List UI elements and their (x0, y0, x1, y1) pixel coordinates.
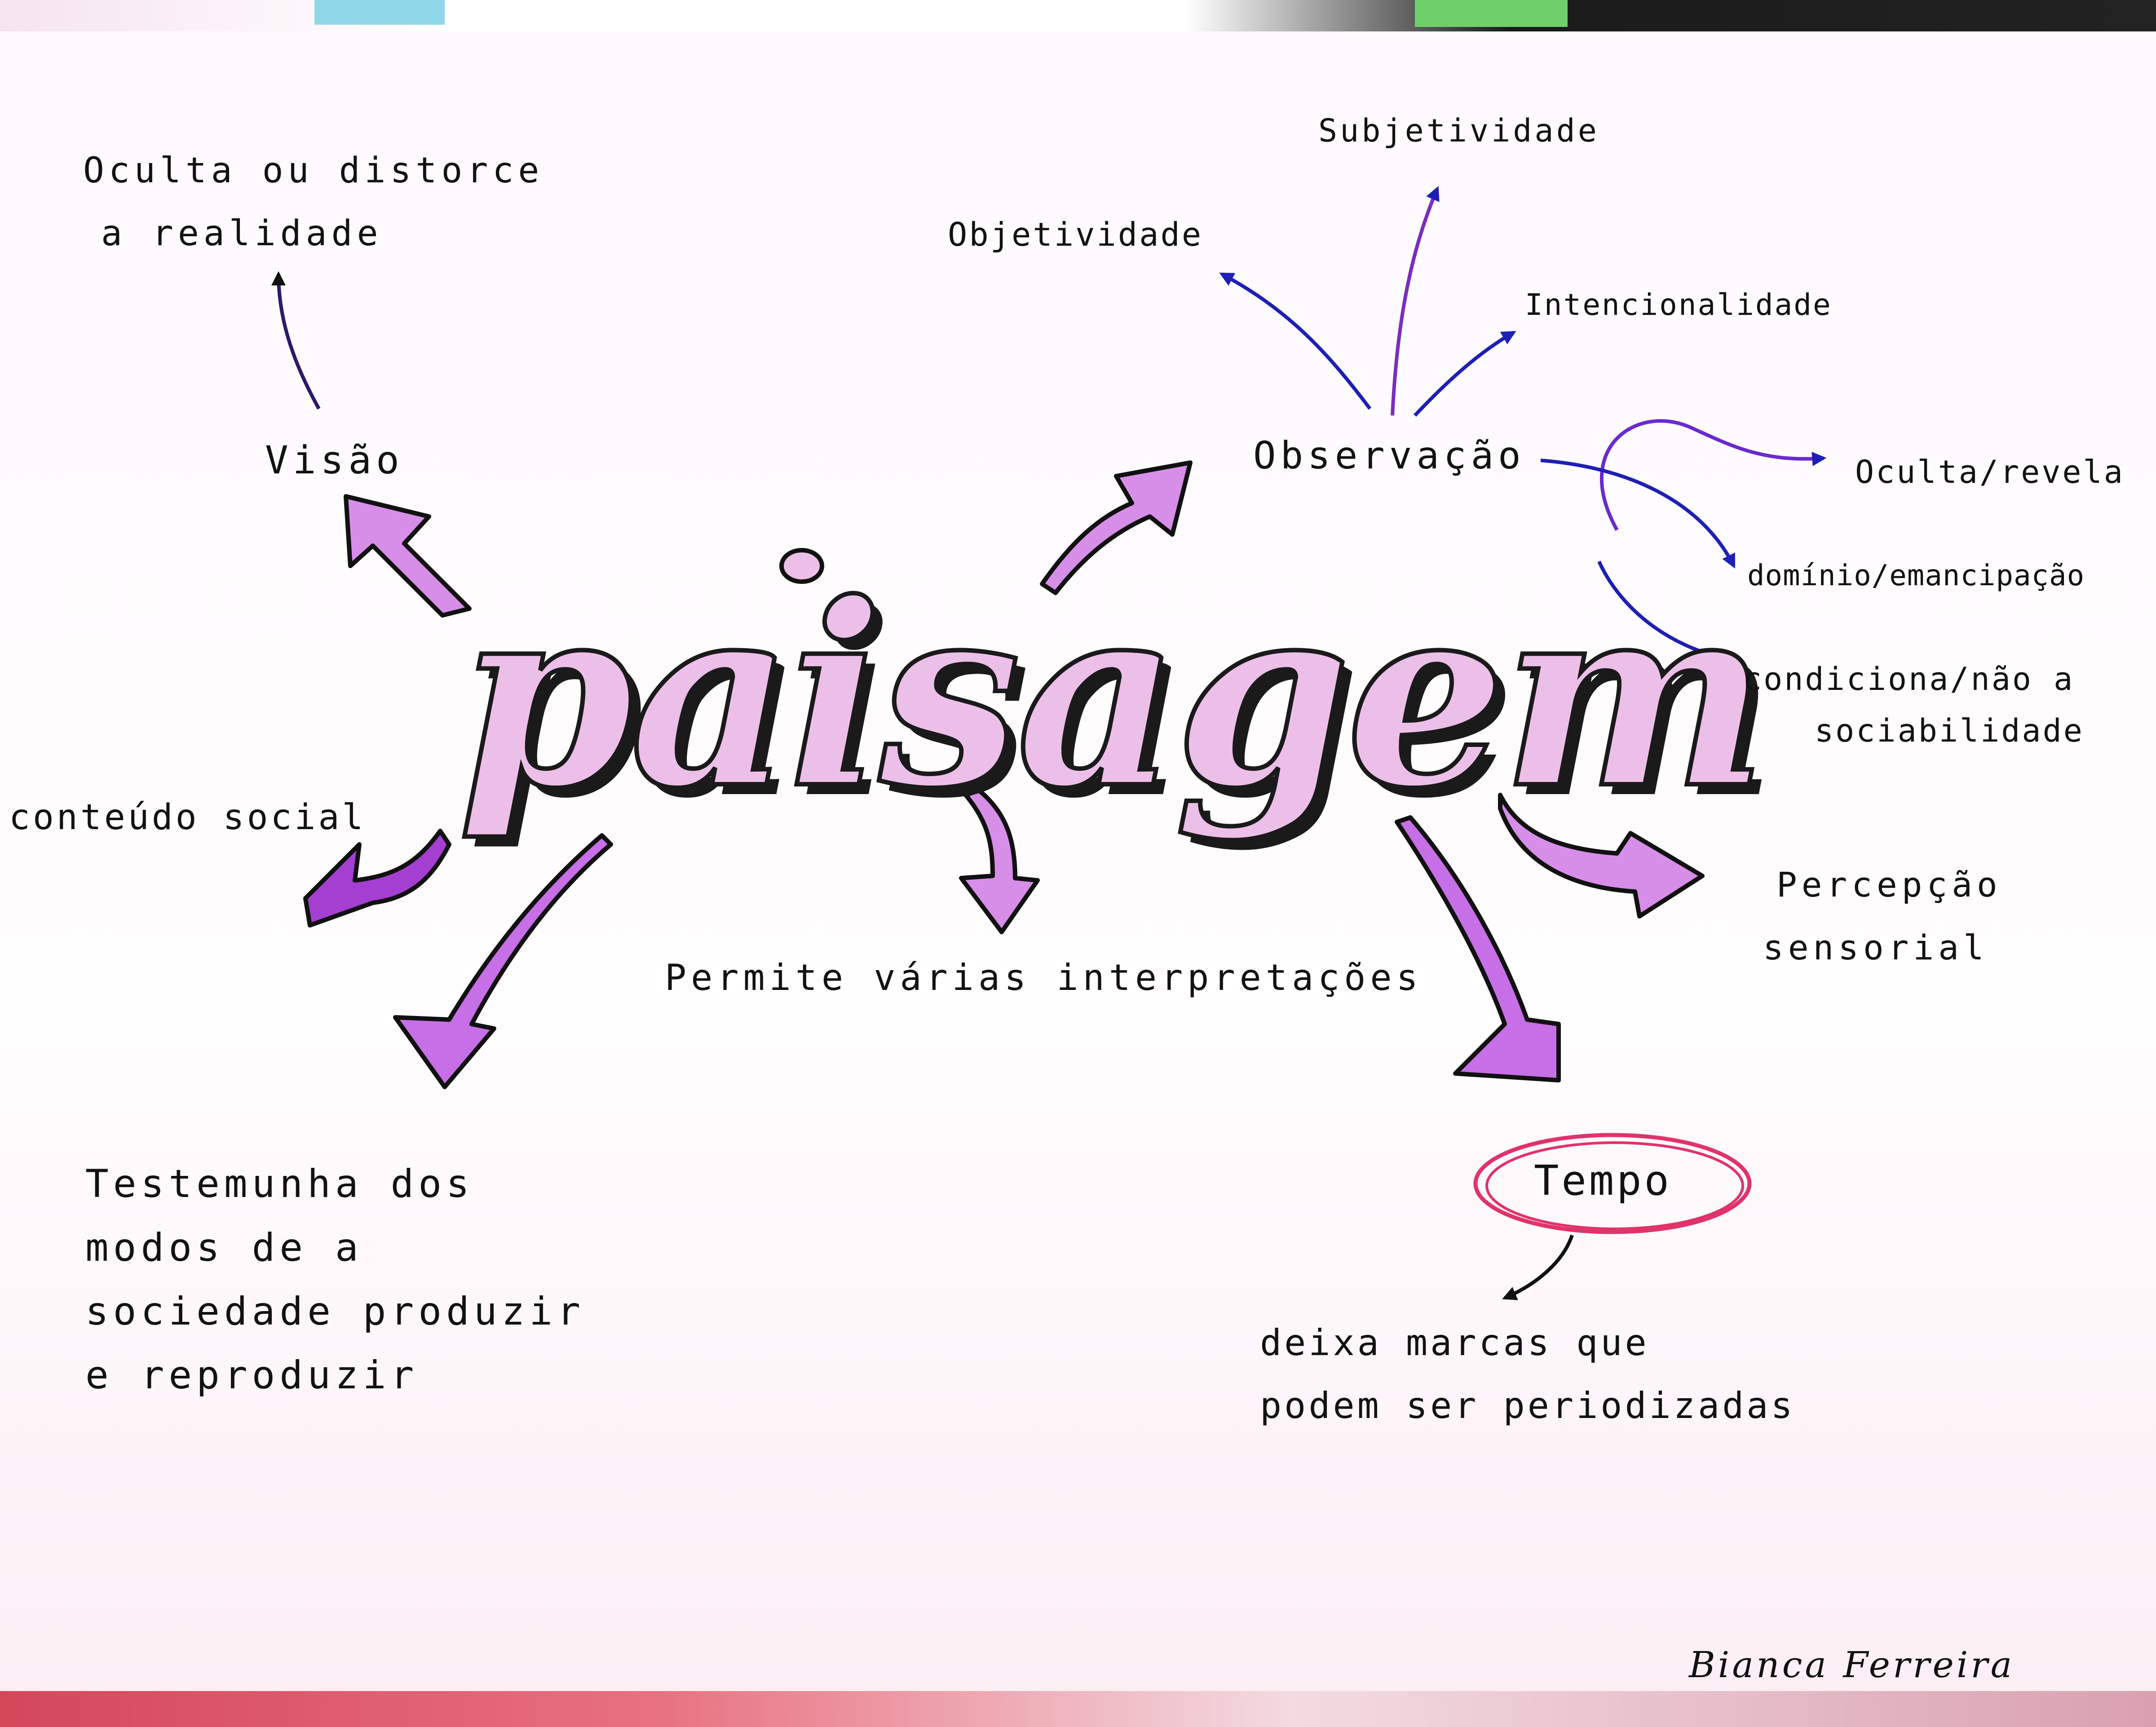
arrow-obs-to-dominio (1540, 459, 1736, 569)
big-arrow-to-conteudo-social (303, 829, 451, 928)
node-deixa-marcas-line2: podem ser periodizadas (1260, 1385, 1795, 1427)
central-title: paisagem (456, 548, 1770, 844)
sticky-note-blue (314, 0, 445, 25)
node-tempo: Tempo (1534, 1157, 1672, 1205)
node-dominio: domínio/emancipação (1747, 559, 2085, 592)
arrow-obs-to-subjetividade (1391, 186, 1440, 416)
node-conteudo-social: conteúdo social (9, 797, 366, 838)
sticky-note-green (1415, 0, 1568, 27)
node-condiciona-line1: condiciona/não a (1743, 661, 2075, 698)
big-arrow-to-visao (344, 494, 472, 618)
node-percepcao-line2: sensorial (1763, 928, 1988, 967)
big-arrow-to-observacao (1040, 460, 1193, 595)
node-percepcao-line1: Percepção (1776, 865, 2002, 905)
arrow-obs-to-condiciona (1597, 561, 1737, 665)
node-testemunha-line2: modos de a (85, 1225, 363, 1270)
big-arrow-to-percepcao (1498, 793, 1705, 919)
node-intencionalidade: Intencionalidade (1525, 287, 1832, 322)
node-testemunha: Testemunha dos modos de a sociedade prod… (85, 1152, 585, 1407)
node-testemunha-line1: Testemunha dos (85, 1162, 474, 1206)
arrow-obs-to-intencionalidade (1414, 331, 1516, 417)
node-testemunha-line3: sociedade produzir (85, 1289, 585, 1334)
node-percepcao: Percepção sensorial (1763, 853, 2002, 979)
node-objetividade: Objetividade (948, 216, 1203, 253)
node-permite: Permite várias interpretações (665, 957, 1423, 998)
arrow-visao-to-oculta (271, 271, 321, 410)
node-oculta-revela: Oculta/revela (1855, 454, 2125, 490)
big-arrow-to-permite (959, 788, 1040, 934)
node-observacao: Observação (1253, 433, 1525, 477)
node-subjetividade: Subjetividade (1318, 112, 1599, 149)
node-oculta-distorce-line2: a realidade (101, 213, 383, 254)
desk-edge-bottom (0, 1691, 2156, 1727)
tempo-circle-inner (1485, 1141, 1744, 1230)
big-arrow-to-testemunha (393, 833, 613, 1089)
node-oculta-distorce-line1: Oculta ou distorce (83, 150, 544, 191)
arrow-obs-to-oculta-revela (1600, 419, 1827, 531)
author-signature: Bianca Ferreira (1689, 1644, 2015, 1686)
title-i-dot (779, 548, 824, 584)
node-condiciona-line2: sociabilidade (1815, 712, 2084, 749)
node-testemunha-line4: e reproduzir (85, 1353, 419, 1398)
big-arrow-to-tempo (1395, 815, 1561, 1082)
arrow-tempo-to-marcas (1502, 1234, 1574, 1300)
node-visao: Visão (265, 438, 404, 483)
node-deixa-marcas: deixa marcas que podem ser periodizadas (1260, 1312, 1795, 1437)
node-condiciona: condiciona/não a sociabilidade (1743, 654, 2084, 757)
arrow-obs-to-objetividade (1219, 272, 1372, 410)
tempo-circle (1473, 1133, 1752, 1234)
node-deixa-marcas-line1: deixa marcas que (1260, 1322, 1649, 1364)
node-oculta-distorce: Oculta ou distorce a realidade (83, 139, 543, 265)
